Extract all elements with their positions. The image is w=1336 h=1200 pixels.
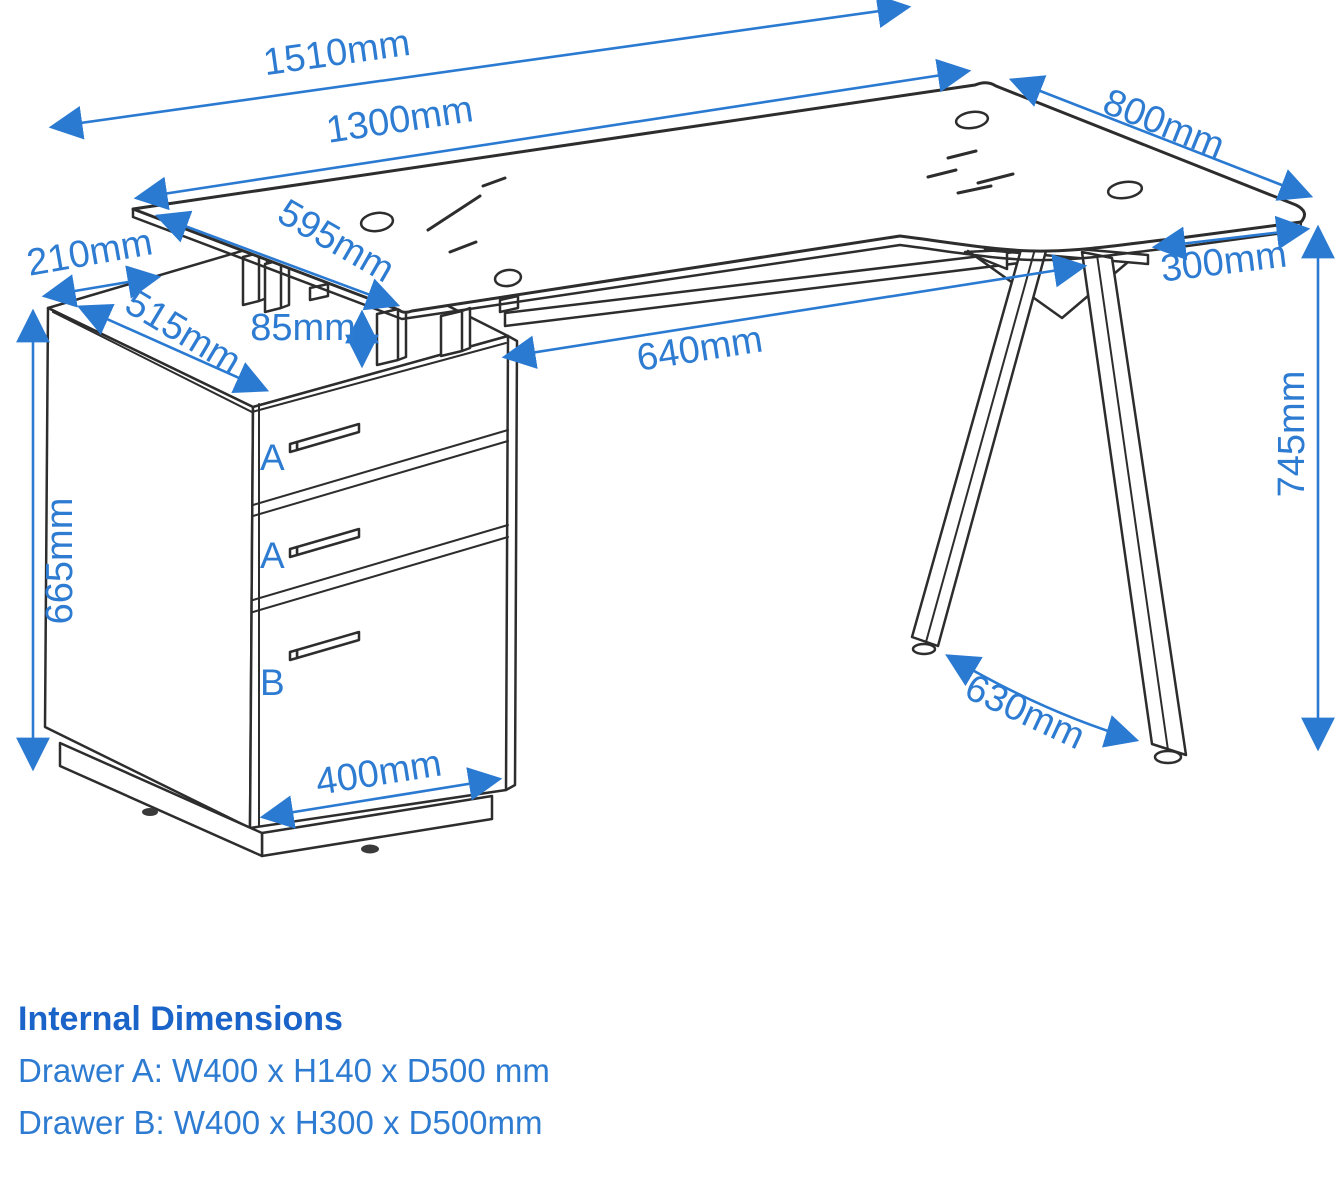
dim-line-630 xyxy=(945,654,1140,748)
dim-line-300 xyxy=(1151,215,1311,261)
drawer-b-spec: Drawer B: W400 x H300 x D500mm xyxy=(18,1104,543,1141)
front-leg xyxy=(1080,250,1188,757)
dim-line-640 xyxy=(501,254,1088,369)
drawer-divider-1 xyxy=(252,429,509,517)
plinth-left xyxy=(58,741,264,858)
dim-line-1300 xyxy=(133,58,972,211)
drawer-handle-bottom xyxy=(288,630,361,662)
dim-line-515 xyxy=(76,303,270,394)
back-leg-edge xyxy=(925,248,1036,643)
drawer-handle-top xyxy=(288,422,361,454)
drawer-label-middle: A xyxy=(260,535,285,576)
back-leg xyxy=(910,244,1048,648)
dim-label-210: 210mm xyxy=(24,221,156,284)
back-leg-foot xyxy=(911,642,937,656)
dim-label-1510: 1510mm xyxy=(261,22,413,84)
dim-line-800 xyxy=(1008,75,1314,201)
riser-4 xyxy=(439,306,472,358)
drawer-divider-2 xyxy=(252,524,509,613)
dim-label-85: 85mm xyxy=(250,307,356,349)
dim-label-745: 745mm xyxy=(1271,371,1313,498)
internal-dimensions-title: Internal Dimensions xyxy=(18,1000,343,1038)
dim-line-400 xyxy=(259,767,503,829)
drawer-label-bottom: B xyxy=(260,662,285,703)
drawer-label-top: A xyxy=(260,437,285,478)
leg-frame xyxy=(503,239,1188,765)
drawer-handle-middle xyxy=(288,527,361,559)
pedestal-foot-front xyxy=(361,844,379,854)
pedestal-foot-left xyxy=(142,808,158,816)
front-leg-foot xyxy=(1153,749,1183,765)
dimension-lines xyxy=(16,0,1335,829)
dim-label-640: 640mm xyxy=(634,318,766,379)
dim-label-1300: 1300mm xyxy=(323,88,475,151)
drawer-a-spec: Drawer A: W400 x H140 x D500 mm xyxy=(18,1052,550,1089)
dim-label-300: 300mm xyxy=(1158,233,1289,290)
front-leg-edge xyxy=(1096,254,1169,751)
dim-label-630: 630mm xyxy=(959,666,1092,758)
dim-line-210 xyxy=(41,265,162,308)
dim-line-1510 xyxy=(48,0,912,140)
dim-label-665: 665mm xyxy=(39,498,81,625)
dim-line-595 xyxy=(154,210,401,311)
